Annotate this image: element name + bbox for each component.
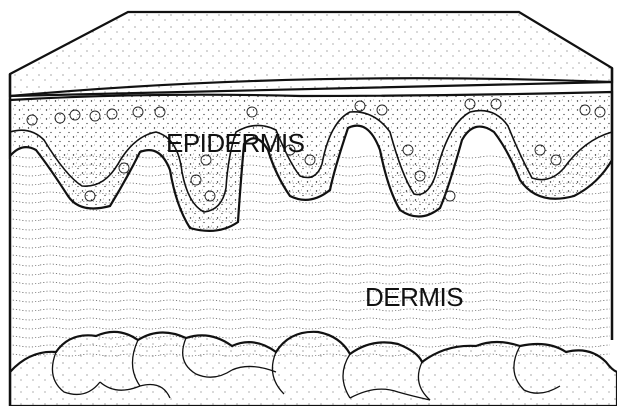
dermis-label: DERMIS: [365, 282, 463, 312]
skin-surface-top: [10, 12, 612, 96]
epidermis-label: EPIDERMIS: [166, 128, 305, 158]
